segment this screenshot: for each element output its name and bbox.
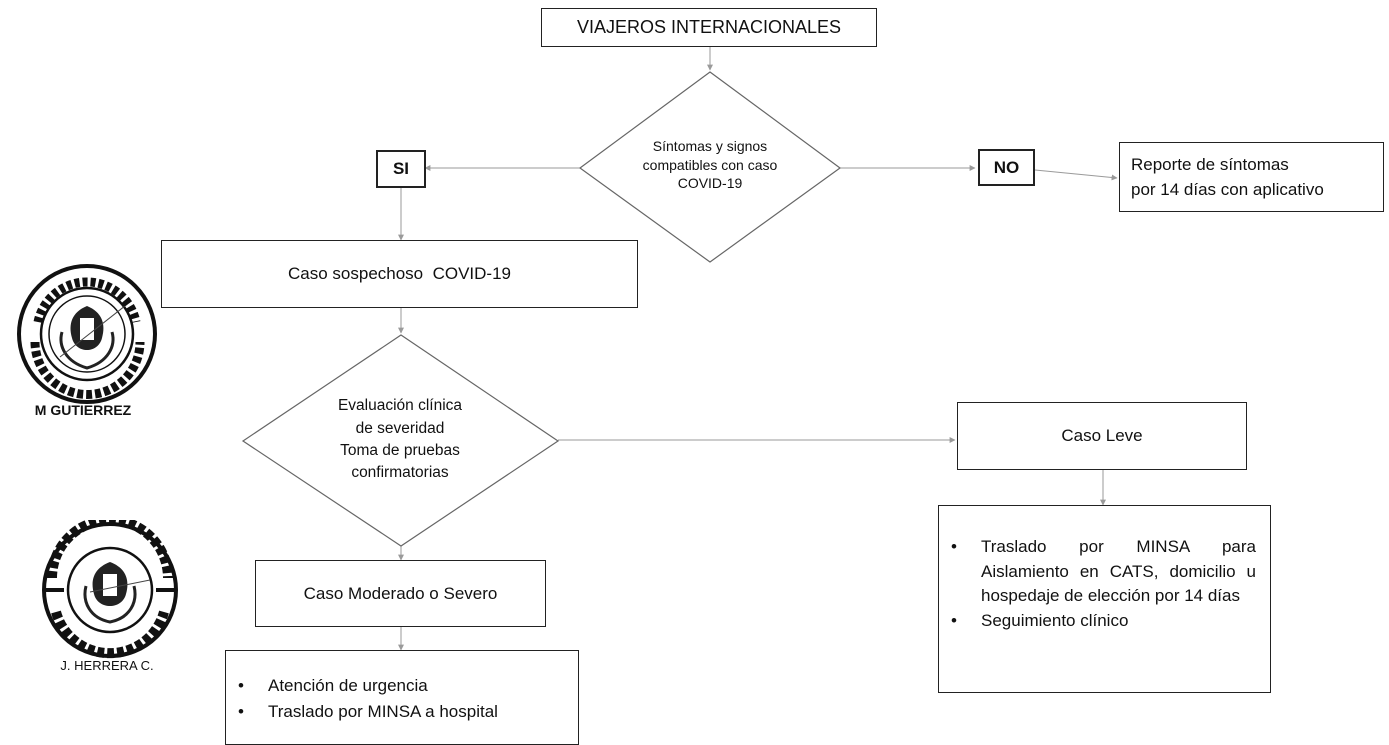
suspect-case-node: Caso sospechoso COVID-19 bbox=[161, 240, 638, 308]
mild-action-item: Seguimiento clínico bbox=[951, 609, 1256, 634]
moderate-action-item: Atención de urgencia bbox=[238, 673, 498, 700]
moderate-case-label: Caso Moderado o Severo bbox=[303, 583, 498, 603]
start-node: VIAJEROS INTERNACIONALES bbox=[541, 8, 877, 47]
decision-eval-text: Evaluación clínica de severidad Toma de … bbox=[337, 397, 463, 482]
label-no: NO bbox=[978, 149, 1035, 186]
mild-case-label: Caso Leve bbox=[1061, 426, 1143, 445]
report-node-line2: por 14 días con aplicativo bbox=[1131, 180, 1324, 199]
suspect-case-label: Caso sospechoso COVID-19 bbox=[288, 264, 511, 283]
start-node-label: VIAJEROS INTERNACIONALES bbox=[576, 17, 842, 37]
decision-eval-diamond bbox=[241, 334, 560, 547]
decision-symptoms-text: Síntomas y signos compatibles con caso C… bbox=[642, 137, 778, 192]
moderate-actions-list: Atención de urgencia Traslado por MINSA … bbox=[226, 673, 498, 726]
mild-action-item: Traslado por MINSA para Aislamiento en C… bbox=[951, 535, 1256, 609]
moderate-case-node: Caso Moderado o Severo bbox=[255, 560, 546, 627]
seal-1-signer: M GUTIERREZ bbox=[34, 402, 132, 418]
mild-case-node: Caso Leve bbox=[957, 402, 1247, 470]
edge-no-to-report bbox=[1034, 169, 1118, 181]
report-node-line1: Reporte de síntomas bbox=[1131, 154, 1289, 174]
seal-2-signer: J. HERRERA C. bbox=[60, 658, 154, 673]
label-si: SI bbox=[376, 150, 426, 188]
mild-actions-list: Traslado por MINSA para Aislamiento en C… bbox=[939, 535, 1256, 634]
decision-symptoms-diamond bbox=[578, 71, 842, 263]
mild-actions-node: Traslado por MINSA para Aislamiento en C… bbox=[938, 505, 1271, 693]
ministry-seal-2 bbox=[42, 520, 178, 659]
moderate-action-item: Traslado por MINSA a hospital bbox=[238, 699, 498, 726]
moderate-actions-node: Atención de urgencia Traslado por MINSA … bbox=[225, 650, 579, 745]
report-node: Reporte de síntomas por 14 días con apli… bbox=[1119, 142, 1384, 212]
ministry-seal-1 bbox=[17, 264, 157, 404]
